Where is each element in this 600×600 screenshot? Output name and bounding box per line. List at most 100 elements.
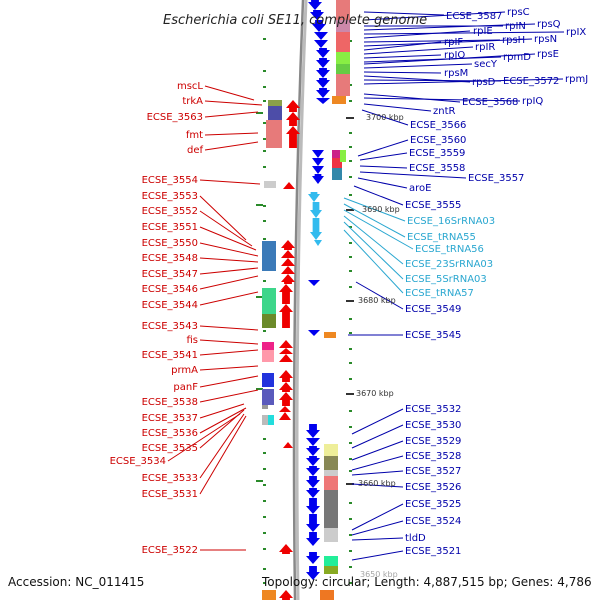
gene-label[interactable]: ECSE_3554 [142,175,198,186]
gene-label[interactable]: rpIQ [522,96,543,107]
gene-label[interactable]: ECSE_3557 [468,173,524,184]
tick-mark [349,242,352,244]
gene-label[interactable]: ECSE_3538 [142,397,198,408]
gene-label[interactable]: aroE [409,183,431,194]
gene-label[interactable]: tldD [405,533,426,544]
tick-mark [263,468,266,470]
gene-label[interactable]: ECSE_16SrRNA03 [407,216,495,227]
gene-feature-box [324,528,338,542]
gene-label[interactable]: rpIO [444,50,465,61]
gene-label[interactable]: ECSE_3524 [405,516,461,527]
gene-arrow-reverse [306,532,320,546]
gene-label[interactable]: ECSE_3526 [405,482,461,493]
leader-line [363,39,501,43]
gene-label[interactable]: rpsD [472,77,496,88]
gene-label[interactable]: ECSE_3529 [405,436,461,447]
gene-feature-box [332,150,342,158]
gene-arrow-reverse [314,40,328,48]
gene-label[interactable]: ECSE_3551 [142,222,198,233]
gene-label[interactable]: ECSE_3530 [405,420,461,431]
gene-label[interactable]: zntR [433,106,456,117]
gene-feature-box [336,0,350,20]
leader-line [361,109,409,126]
gene-label[interactable]: trkA [182,96,203,107]
gene-label[interactable]: ECSE_3546 [142,284,198,295]
gene-label[interactable]: ECSE_3544 [142,300,198,311]
gene-label[interactable]: rpmD [503,52,531,63]
gene-label[interactable]: rpIF [444,37,463,48]
gene-label[interactable]: rpIN [505,21,526,32]
gene-label[interactable]: ECSE_3528 [405,451,461,462]
leader-line [167,413,241,462]
accession-text: Accession: NC_011415 [8,575,144,589]
kbp-label-3680: 3680 kbp [358,296,396,305]
gene-label[interactable]: ECSE_3550 [142,238,198,249]
leader-line [351,455,404,471]
gene-label[interactable]: ECSE_3536 [142,428,198,439]
gene-label[interactable]: fis [186,335,198,346]
gene-label[interactable]: ECSE_3535 [142,443,198,454]
gene-label[interactable]: ECSE_3527 [405,466,461,477]
gene-label[interactable]: ECSE_5SrRNA03 [405,274,487,285]
gene-label[interactable]: ECSE_tRNA55 [407,232,476,243]
gene-label[interactable]: ECSE_3559 [409,148,465,159]
gene-label[interactable]: rpIE [473,26,493,37]
gene-arrow-forward [279,340,293,348]
gene-label[interactable]: ECSE_3533 [142,473,198,484]
gene-label[interactable]: ECSE_3566 [410,120,466,131]
gene-label[interactable]: ECSE_tRNA56 [415,244,484,255]
gene-label[interactable]: ECSE_3563 [147,112,203,123]
gene-arrow-reverse [316,68,330,78]
gene-label[interactable]: ECSE_3558 [409,163,465,174]
gene-label[interactable]: rpsH [502,35,525,46]
gene-label[interactable]: rpsE [537,49,559,60]
gene-arrow-forward [283,442,293,448]
gene-label[interactable]: rpsC [507,7,530,18]
gene-label[interactable]: ECSE_3552 [142,206,198,217]
gene-label[interactable]: prmA [171,365,198,376]
gene-label[interactable]: ECSE_3525 [405,499,461,510]
gene-label[interactable]: panF [173,382,198,393]
gene-label[interactable]: ECSE_3541 [142,350,198,361]
gene-label[interactable]: ECSE_3532 [405,404,461,415]
tick-mark [263,516,266,518]
gene-arrow-reverse [316,58,330,68]
gene-label[interactable]: mscL [177,81,203,92]
gene-label[interactable]: ECSE_3531 [142,489,198,500]
gene-label[interactable]: ECSE_3555 [405,200,461,211]
gene-label[interactable]: ECSE_3549 [405,304,461,315]
gene-label[interactable]: ECSE_3543 [142,321,198,332]
right-gene-labels: ECSE_3587 rpsC rpIN rpsQ rpIX rpIE rpsH … [405,7,588,557]
gene-label[interactable]: ECSE_3548 [142,253,198,264]
gene-label[interactable]: ECSE_3534 [110,456,166,467]
gene-feature-box [340,150,346,162]
gene-label[interactable]: ECSE_3545 [405,330,461,341]
gene-label[interactable]: ECSE_3521 [405,546,461,557]
gene-arrow-reverse [306,476,320,488]
gene-label[interactable]: rpIR [475,42,495,53]
gene-label[interactable]: fmt [186,130,203,141]
gene-label[interactable]: ECSE_23SrRNA03 [405,259,493,270]
tick-mark [349,470,352,472]
gene-label[interactable]: def [187,145,204,156]
gene-label[interactable]: ECSE_3547 [142,269,198,280]
gene-arrow-forward [279,284,293,304]
leader-line [363,97,521,102]
gene-label[interactable]: ECSE_3572 [503,76,559,87]
gene-label[interactable]: ECSE_3587 [446,11,502,22]
gene-label[interactable]: ECSE_3553 [142,191,198,202]
gene-label[interactable]: ECSE_3568 [462,97,518,108]
gene-label[interactable]: ECSE_tRNA57 [405,288,474,299]
leader-line [359,152,408,161]
gene-label[interactable]: rpsQ [537,19,561,30]
leader-line [199,226,257,251]
gene-label[interactable]: ECSE_3560 [410,135,466,146]
tick-mark [263,220,266,222]
gene-label[interactable]: ECSE_3537 [142,413,198,424]
gene-label[interactable]: secY [474,59,498,70]
gene-label[interactable]: rpsM [444,68,468,79]
gene-label[interactable]: rpsN [534,34,557,45]
gene-label[interactable]: ECSE_3522 [142,545,198,556]
gene-label[interactable]: rpmJ [565,74,588,85]
gene-label[interactable]: rpIX [566,27,586,38]
